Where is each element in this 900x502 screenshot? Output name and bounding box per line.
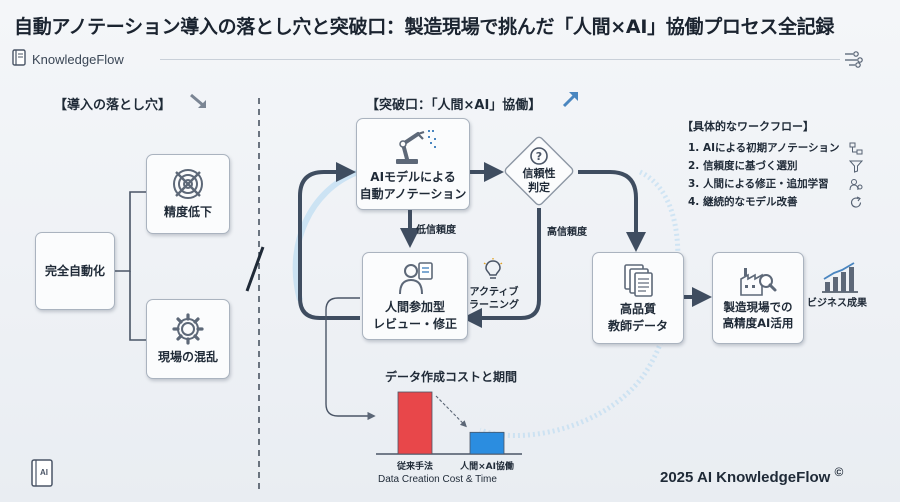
pitfall-heading: 【導入の落とし穴】 bbox=[54, 98, 172, 113]
teacher-data-box: 高品質 教師データ bbox=[592, 252, 684, 344]
brand-name: KnowledgeFlow bbox=[32, 51, 124, 67]
ai-model-label-1: AIモデルによる bbox=[370, 170, 456, 185]
decision-label-2: 判定 bbox=[528, 181, 550, 195]
workflow-step-4: 4. 継続的なモデル改善 bbox=[688, 196, 798, 208]
flow-icon bbox=[849, 140, 863, 159]
site-confusion-label: 現場の混乱 bbox=[157, 350, 218, 365]
svg-text:?: ? bbox=[536, 150, 542, 163]
accuracy-drop-label: 精度低下 bbox=[163, 205, 212, 220]
copyright-mark: © bbox=[834, 465, 844, 479]
growth-chart-icon bbox=[820, 262, 860, 298]
full-automation-box: 完全自動化 bbox=[35, 232, 115, 310]
bar-label-conventional: 従来手法 bbox=[396, 462, 433, 472]
person-gear-icon bbox=[849, 176, 863, 195]
workflow-step-2: 2. 信頼度に基づく選別 bbox=[688, 160, 798, 172]
ai-model-box: AIモデルによる 自動アノテーション bbox=[356, 118, 470, 210]
decision-label-1: 信頼性 bbox=[522, 167, 556, 180]
arrow-decision-to-review bbox=[462, 208, 541, 328]
footer-copyright: 2025 AI KnowledgeFlow © bbox=[660, 465, 843, 486]
ai-book-icon-text: AI bbox=[40, 468, 48, 477]
separator-slash bbox=[245, 246, 265, 292]
cost-chart-subtitle: Data Creation Cost & Time bbox=[378, 474, 497, 485]
site-confusion-box: 現場の混乱 bbox=[146, 299, 230, 379]
teacher-data-label-1: 高品質 bbox=[619, 302, 656, 317]
book-icon bbox=[12, 48, 26, 70]
human-review-label-1: 人間参加型 bbox=[384, 300, 445, 315]
decision-label: 信頼性 判定 bbox=[519, 167, 559, 196]
ai-model-label-2: 自動アノテーション bbox=[359, 186, 467, 201]
low-confidence-label: 低信頼度 bbox=[416, 225, 456, 236]
human-review-box: 人間参加型 レビュー・修正 bbox=[362, 252, 468, 340]
high-confidence-label: 高信頼度 bbox=[547, 227, 587, 238]
factory-search-icon bbox=[740, 267, 777, 296]
bar-conventional bbox=[397, 391, 433, 455]
refresh-icon bbox=[849, 194, 863, 213]
arrow-review-to-cost bbox=[325, 297, 376, 421]
person-review-icon bbox=[399, 262, 433, 295]
manufacturing-ai-box: 製造現場での 高精度AI活用 bbox=[712, 252, 804, 344]
accuracy-drop-box: 精度低下 bbox=[146, 154, 230, 234]
documents-icon bbox=[624, 264, 653, 298]
workflow-step-1: 1. AIによる初期アノテーション bbox=[688, 142, 840, 154]
cost-decrease-arrow bbox=[435, 395, 467, 428]
manufacturing-label-2: 高精度AI活用 bbox=[722, 315, 794, 330]
bar-label-collaboration: 人間×AI協働 bbox=[460, 462, 514, 472]
header-divider bbox=[160, 59, 840, 60]
active-learning-label: アクティブ ラーニング bbox=[466, 286, 522, 312]
broken-target-icon bbox=[173, 169, 203, 200]
arrow-up-right-icon bbox=[560, 88, 582, 114]
cost-chart bbox=[376, 391, 522, 455]
tree-link-top bbox=[113, 191, 146, 272]
business-result-label: ビジネス成果 bbox=[807, 298, 867, 309]
teacher-data-label-2: 教師データ bbox=[607, 318, 668, 333]
bar-collaboration bbox=[469, 431, 505, 455]
manufacturing-label-1: 製造現場での bbox=[723, 299, 793, 314]
network-icon bbox=[843, 50, 867, 72]
full-automation-label: 完全自動化 bbox=[44, 263, 105, 278]
lightbulb-icon bbox=[483, 258, 503, 286]
active-learning-label-1: アクティブ bbox=[469, 287, 519, 298]
ai-book-icon: AI bbox=[30, 458, 54, 492]
page-title: 自動アノテーション導入の落とし穴と突破口：製造現場で挑んだ「人間×AI」協働プロ… bbox=[14, 16, 835, 38]
cost-chart-title: データ作成コストと期間 bbox=[385, 370, 518, 384]
arrow-high-confidence bbox=[578, 170, 646, 252]
arrow-feedback-loop bbox=[298, 162, 360, 320]
human-review-label-2: レビュー・修正 bbox=[372, 316, 457, 331]
tree-link-bottom bbox=[129, 271, 146, 341]
gear-icon bbox=[172, 313, 204, 346]
brand: KnowledgeFlow bbox=[12, 48, 124, 70]
breakthrough-heading: 【突破口：「人間×AI」協働】 bbox=[366, 98, 542, 113]
arrow-down-right-icon bbox=[188, 92, 210, 116]
active-learning-label-2: ラーニング bbox=[469, 300, 519, 311]
workflow-title: 【具体的なワークフロー】 bbox=[682, 120, 814, 133]
filter-icon bbox=[848, 158, 864, 177]
decision-diamond bbox=[504, 136, 574, 206]
robot-arm-icon bbox=[396, 130, 436, 165]
question-icon: ? bbox=[529, 146, 549, 170]
workflow-step-3: 3. 人間による修正・追加学習 bbox=[688, 178, 829, 190]
footer-text: 2025 AI KnowledgeFlow bbox=[660, 469, 831, 486]
